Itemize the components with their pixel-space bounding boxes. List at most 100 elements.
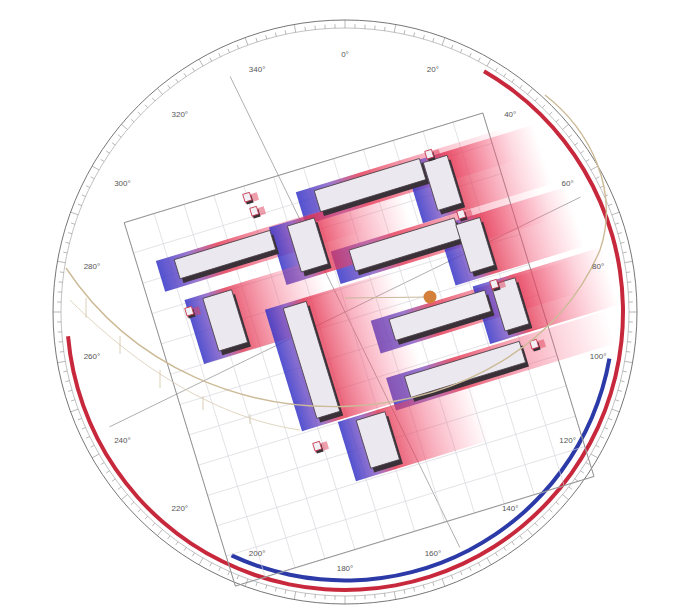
degree-label: 280° <box>84 263 101 271</box>
building-roof <box>174 230 275 278</box>
tick <box>542 516 545 519</box>
tick <box>68 233 72 234</box>
tick <box>623 252 627 254</box>
tick <box>131 502 134 505</box>
tick <box>586 159 589 161</box>
tick <box>304 27 306 31</box>
tick <box>512 79 514 82</box>
tick <box>86 186 90 188</box>
tick <box>82 195 86 197</box>
tick <box>63 252 67 254</box>
tick <box>451 45 452 49</box>
tick <box>563 124 569 129</box>
tick <box>53 312 61 313</box>
tick <box>184 547 186 550</box>
tick <box>575 479 578 481</box>
sun-marker <box>424 291 437 304</box>
tick <box>569 135 572 137</box>
degree-label: 20° <box>427 66 439 74</box>
tick <box>394 24 395 32</box>
tick <box>176 542 178 545</box>
small-structures <box>185 147 547 454</box>
tick <box>433 38 434 42</box>
buildings <box>167 141 559 510</box>
tick <box>608 418 612 419</box>
tick <box>168 536 170 539</box>
tick <box>219 567 221 571</box>
sun-path <box>66 95 606 430</box>
degree-label: 260° <box>84 353 101 361</box>
tick <box>549 112 552 115</box>
tick <box>192 68 194 71</box>
tick <box>157 88 162 94</box>
tick <box>66 242 70 244</box>
tick <box>59 341 63 342</box>
degree-label: 220° <box>172 505 189 513</box>
tick <box>345 20 346 28</box>
tick <box>176 79 178 82</box>
tick <box>433 582 434 586</box>
tick <box>580 151 583 153</box>
tick <box>58 331 62 332</box>
degree-label: 160° <box>425 550 442 558</box>
tick <box>596 177 600 179</box>
building-roof <box>423 155 462 210</box>
tick <box>304 593 306 597</box>
building-roof <box>283 301 340 418</box>
tick <box>629 301 633 302</box>
tick <box>285 30 287 34</box>
tick <box>152 98 155 101</box>
tick <box>591 454 598 458</box>
tick <box>138 112 141 115</box>
tick <box>520 536 522 539</box>
tick <box>219 53 221 57</box>
tick <box>71 409 79 412</box>
tick <box>131 119 134 122</box>
degree-label: 340° <box>249 66 266 74</box>
tick <box>152 523 155 526</box>
tick <box>374 594 375 598</box>
tick <box>199 558 203 565</box>
tick <box>92 454 99 458</box>
tick <box>442 579 445 587</box>
tick <box>626 351 630 353</box>
tick <box>275 33 277 37</box>
tick <box>294 24 295 32</box>
tick <box>512 542 514 545</box>
degree-label: 40° <box>504 111 516 119</box>
tick <box>199 59 203 66</box>
tick <box>101 159 104 161</box>
tick <box>256 38 257 42</box>
tick <box>157 530 162 536</box>
tick <box>528 88 533 94</box>
tick <box>118 135 121 137</box>
tick <box>504 73 506 76</box>
degree-label: 240° <box>114 437 131 445</box>
tick <box>591 166 598 170</box>
tick <box>78 418 82 419</box>
compass-ring <box>61 28 629 596</box>
tick <box>228 571 230 575</box>
tick <box>451 575 452 579</box>
tick <box>625 361 633 362</box>
tick <box>60 271 64 273</box>
tick <box>106 471 109 473</box>
tick <box>504 547 506 550</box>
tick <box>626 271 630 273</box>
tick <box>57 361 65 362</box>
tick <box>266 35 267 39</box>
tick <box>596 445 600 447</box>
degree-label: 180° <box>337 565 354 573</box>
degree-label: 320° <box>172 111 189 119</box>
tick <box>86 436 90 438</box>
tick <box>612 409 620 412</box>
tick <box>495 553 497 556</box>
tick <box>618 390 622 391</box>
tick <box>374 26 375 30</box>
tick <box>629 321 633 322</box>
degree-label: 80° <box>592 263 604 271</box>
tick <box>580 471 583 473</box>
site-plan <box>124 91 665 586</box>
tick <box>364 25 365 29</box>
